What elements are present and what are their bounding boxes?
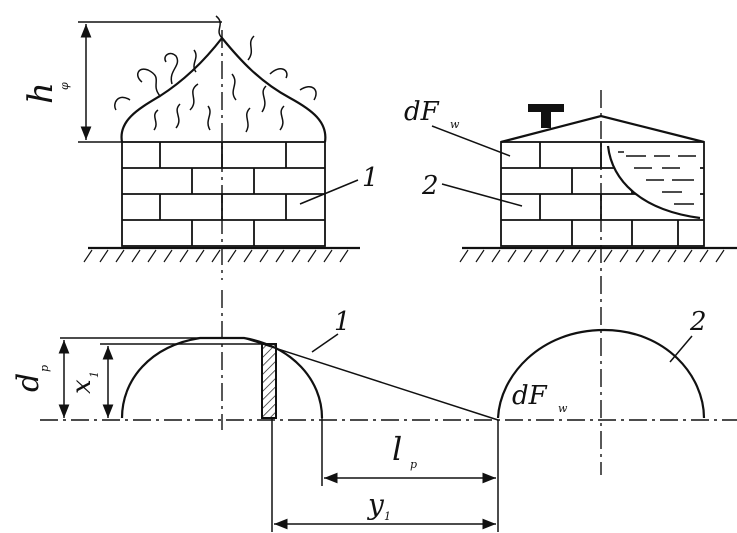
vent-stem [541, 112, 551, 128]
sight-line [243, 337, 499, 421]
lp-label: l [392, 430, 402, 468]
label-2-bottom-leader [669, 335, 693, 363]
flame-outline [120, 36, 327, 143]
storage-roof [500, 114, 705, 144]
stack-brick-courses [122, 142, 325, 246]
liquid-cutaway-curve [606, 145, 701, 220]
label-1-top: 1 [362, 163, 379, 193]
label-1-top-leader [299, 179, 359, 205]
dFw-top-leader [431, 125, 511, 157]
lp-subscript: p [410, 458, 417, 471]
label-2-top-leader [441, 183, 523, 207]
dp-subscript: p [38, 365, 51, 372]
screen-wall [261, 343, 277, 419]
right-dome [496, 328, 706, 419]
burning-stack-figure: h φ 1 [21, 15, 379, 280]
plan-view: 1 2 dF w d p x 1 l p y 1 [11, 290, 737, 532]
dp-label: d [11, 373, 46, 392]
label-1-bottom-leader [311, 333, 339, 353]
label-1-bottom: 1 [334, 307, 351, 337]
liquid-dash-marks [618, 151, 696, 205]
label-2-top: 2 [421, 171, 439, 201]
stack-ground-hatch [83, 249, 349, 263]
flame-wisps [114, 15, 317, 133]
storage-ground-hatch [459, 249, 725, 263]
label-2-bottom: 2 [689, 307, 707, 337]
h-phi-label: h [21, 82, 61, 104]
dFw-bottom-subscript: w [558, 402, 568, 415]
dFw-top-label: dF [404, 97, 440, 127]
dFw-top-subscript: w [450, 118, 460, 131]
x1-subscript: 1 [88, 371, 101, 378]
storage-figure: dF w 2 [404, 90, 737, 475]
y1-label: y [366, 488, 385, 521]
y1-subscript: 1 [384, 510, 391, 523]
dFw-bottom-label: dF [512, 381, 548, 411]
vent-cap [528, 104, 564, 112]
x1-label: x [67, 379, 97, 394]
h-phi-subscript: φ [58, 82, 71, 90]
